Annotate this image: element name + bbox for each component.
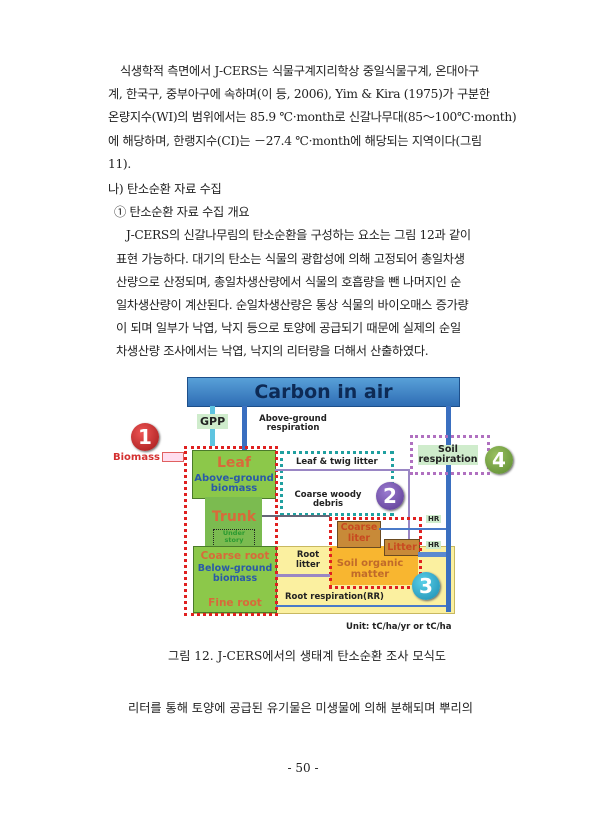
marker-2: 2 (376, 482, 404, 510)
trunk-box (205, 497, 262, 547)
trunk-label: Trunk (211, 509, 257, 525)
coarse-root-label: Coarse root (200, 550, 270, 562)
root-respiration-arrow (276, 605, 446, 607)
figure-caption: 그림 12. J-CERS에서의 생태계 탄소순환 조사 모식도 (168, 649, 446, 663)
text-line: 에 해당하며, 한랭지수(CI)는 －27.4 ℃·month에 해당되는 지역… (108, 133, 482, 148)
marker-4: 4 (485, 446, 513, 474)
paragraph-vegetation: 식생학적 측면에서 J-CERS는 식물구계지리학상 중일식물구계, 온대아구 … (108, 60, 540, 176)
text-line: 계, 한국구, 중부아구에 속하며(이 등, 2006), Yim & Kira… (108, 87, 490, 102)
heading-carbon-cycle: 나) 탄소순환 자료 수집 (108, 182, 222, 197)
root-litter-arrow (276, 574, 330, 577)
hr-label-2: HR (426, 541, 442, 549)
text-line: 이 되며 일부가 낙엽, 낙지 등으로 토양에 공급되기 때문에 실제의 순일 (116, 321, 461, 336)
paragraph-carbon-cycle: J-CERS의 신갈나무림의 탄소순환을 구성하는 요소는 그림 12과 같이 … (108, 224, 540, 363)
carbon-in-air-box: Carbon in air (187, 377, 460, 407)
gpp-label: GPP (197, 414, 229, 429)
soil-respiration-label: Soil respiration (418, 444, 478, 465)
leaf-litter-arrow (275, 469, 410, 471)
text-line: 온량지수(WI)의 범위에서는 85.9 ℃·month로 신갈나무대(85～1… (108, 110, 517, 125)
text-line: 식생학적 측면에서 J-CERS는 식물구계지리학상 중일식물구계, 온대아구 (120, 64, 480, 78)
root-respiration-label: Root respiration(RR) (285, 592, 384, 602)
paragraph-continued: 리터를 통해 토양에 공급된 유기물은 미생물에 의해 분해되며 뿌리의 (128, 701, 473, 715)
hr-arrow-2 (418, 552, 446, 557)
page-number: - 50 - (287, 761, 319, 775)
coarse-liter-box: Coarse liter (337, 521, 381, 548)
leaf-label: Leaf (217, 455, 251, 471)
below-ground-biomass-label: Below-ground biomass (197, 563, 273, 584)
biomass-arrow (162, 452, 184, 462)
biomass-dotted-box (184, 446, 278, 616)
root-litter-label: Root litter (296, 550, 320, 570)
unit-label: Unit: tC/ha/yr or tC/ha (346, 622, 452, 632)
hr-arrow-1 (379, 528, 447, 530)
above-respiration-label: Above-ground respiration (259, 414, 327, 433)
leaf-twig-litter-label: Leaf & twig litter (296, 457, 378, 467)
soil-organic-matter-label: Soil organic matter (336, 558, 404, 580)
body-text: 식생학적 측면에서 J-CERS는 식물구계지리학상 중일식물구계, 온대아구 … (108, 60, 540, 364)
leaf-litter-arrow-down (408, 469, 410, 539)
above-respiration-arrow (242, 406, 247, 450)
text-line: 산량으로 산정되며, 총일차생산량에서 식물의 호흡량을 뺀 나머지인 순 (116, 274, 462, 289)
below-ground-box (193, 546, 277, 613)
text-line: 11). (108, 156, 131, 171)
text-line: J-CERS의 신갈나무림의 탄소순환을 구성하는 요소는 그림 12과 같이 (126, 228, 471, 243)
soil-respiration-arrow (446, 406, 451, 612)
litter-box: Litter (384, 539, 420, 556)
cwd-arrow (262, 515, 330, 517)
text-line: 표현 가능하다. 대기의 탄소는 식물의 광합성에 의해 고정되어 총일차생 (116, 251, 465, 266)
marker-1: 1 (131, 423, 159, 451)
fine-root-label: Fine root (208, 597, 262, 609)
biomass-label: Biomass (113, 452, 160, 463)
coarse-woody-debris-label: Coarse woody debris (294, 490, 362, 509)
above-ground-biomass-label: Above-ground biomass (194, 473, 274, 494)
text-line: 일차생산량이 계산된다. 순일차생산량은 통상 식물의 바이오매스 증가량 (116, 298, 469, 313)
marker-3: 3 (412, 572, 440, 600)
heading-overview: ① 탄소순환 자료 수집 개요 (114, 205, 250, 220)
text-line: 차생산량 조사에서는 낙엽, 낙지의 리터량을 더해서 산출하였다. (116, 344, 429, 359)
hr-label-1: HR (426, 515, 442, 523)
leaf-box (192, 450, 276, 499)
